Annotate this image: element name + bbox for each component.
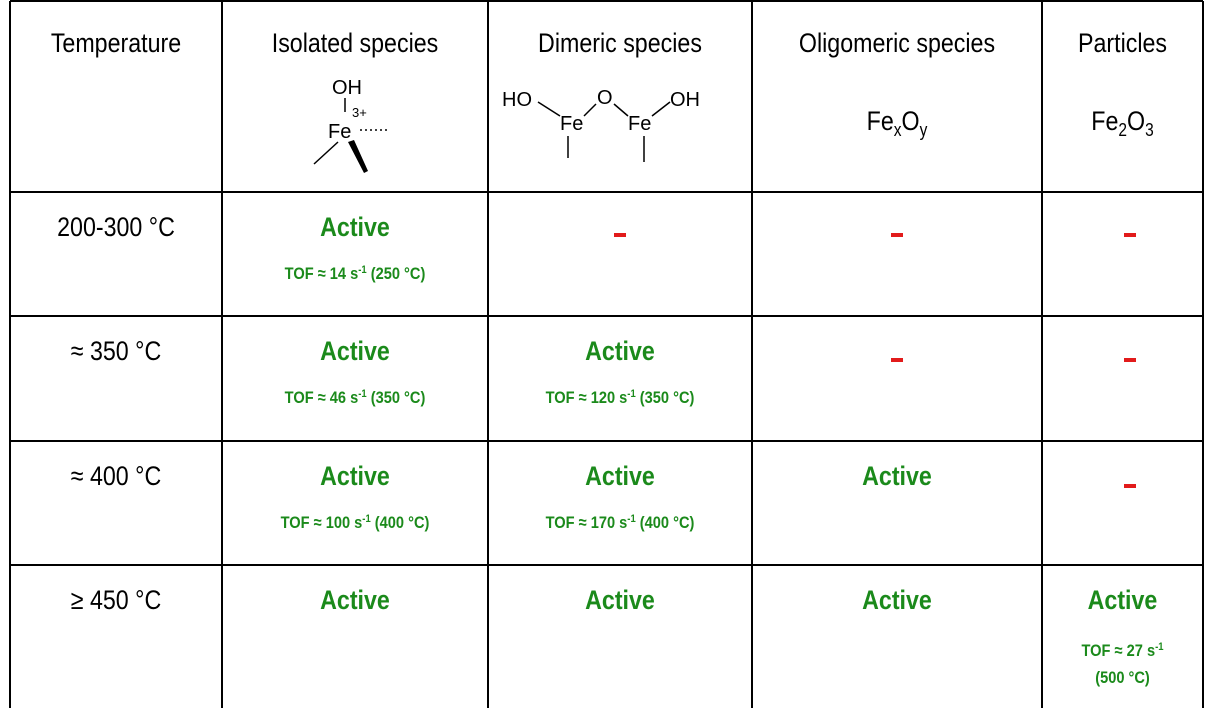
isolated-species-structure: OH 3+ Fe — [313, 77, 390, 173]
row-4-temperature: ≥ 450 °C — [70, 585, 162, 615]
particles-formula-o: O — [1127, 106, 1146, 136]
row-1-dimeric-inactive-dash: - — [614, 233, 626, 237]
particles-formula-sub-3: 3 — [1145, 120, 1154, 140]
row-3-dimeric-status: Active — [585, 461, 655, 491]
oligomeric-formula-sub-y: y — [919, 120, 928, 140]
row-3-oligomeric-status: Active — [862, 461, 932, 491]
dimeric-oh-label: OH — [670, 89, 700, 111]
tof-value: TOF ≈ 14 s — [284, 264, 359, 283]
row-4-particles-status: Active — [1087, 585, 1158, 615]
tof-unit-exponent: -1 — [358, 388, 367, 400]
tof-temperature: (400 °C) — [635, 513, 695, 532]
row-4-dimeric-status: Active — [585, 585, 655, 615]
isolated-fe-label: Fe — [328, 121, 351, 143]
oligomeric-formula: FexOy — [772, 106, 1021, 141]
row-3-temperature: ≈ 400 °C — [70, 461, 162, 491]
header-dimeric-species: Dimeric species — [538, 28, 702, 58]
row-2-isolated-status: Active — [320, 336, 390, 366]
tof-value: TOF ≈ 27 s — [1081, 641, 1156, 660]
tof-value: TOF ≈ 170 s — [545, 513, 628, 532]
particles-formula-base: Fe — [1091, 106, 1119, 136]
dimeric-species-structure: HO Fe O Fe OH — [502, 87, 700, 162]
row-1-particles-inactive-dash: - — [1124, 233, 1136, 237]
isolated-charge-label: 3+ — [352, 105, 367, 120]
header-temperature: Temperature — [50, 28, 182, 58]
tof-unit-exponent: -1 — [627, 388, 636, 400]
tof-value: TOF ≈ 100 s — [280, 513, 363, 532]
tof-value: TOF ≈ 120 s — [545, 388, 628, 407]
row-2-dimeric-status: Active — [585, 336, 655, 366]
row-1-isolated-tof: TOF ≈ 14 s-1 (250 °C) — [241, 264, 470, 284]
header-oligomeric-species: Oligomeric species — [798, 28, 996, 58]
tof-temperature: (350 °C) — [635, 388, 695, 407]
dimeric-fe-left-label: Fe — [560, 113, 583, 135]
tof-temperature: (250 °C) — [366, 264, 426, 283]
dimeric-o-label: O — [597, 87, 613, 109]
row-4-particles-tof: TOF ≈ 27 s-1 (500 °C) — [1053, 634, 1191, 691]
dimeric-fe-right-label: Fe — [628, 113, 651, 135]
row-4-isolated-status: Active — [320, 585, 390, 615]
isolated-oh-label: OH — [332, 77, 362, 99]
tof-unit-exponent: -1 — [358, 264, 367, 276]
header-particles: Particles — [1077, 28, 1168, 58]
oligomeric-formula-sub-x: x — [893, 120, 902, 140]
header-isolated-species: Isolated species — [271, 28, 439, 58]
tof-temperature: (350 °C) — [366, 388, 426, 407]
row-3-isolated-tof: TOF ≈ 100 s-1 (400 °C) — [241, 513, 470, 533]
row-2-temperature: ≈ 350 °C — [70, 336, 162, 366]
row-2-dimeric-tof: TOF ≈ 120 s-1 (350 °C) — [506, 388, 733, 408]
row-2-isolated-tof: TOF ≈ 46 s-1 (350 °C) — [241, 388, 470, 408]
row-4-oligomeric-status: Active — [862, 585, 932, 615]
row-1-temperature: 200-300 °C — [57, 212, 175, 242]
tof-value: TOF ≈ 46 s — [284, 388, 359, 407]
dimeric-ho-label: HO — [502, 89, 532, 111]
row-2-particles-inactive-dash: - — [1124, 358, 1136, 362]
row-2-oligomeric-inactive-dash: - — [891, 358, 903, 362]
row-3-isolated-status: Active — [320, 461, 390, 491]
tof-unit-exponent: -1 — [627, 513, 636, 525]
particles-formula: Fe2O3 — [1053, 106, 1191, 141]
row-3-particles-inactive-dash: - — [1124, 484, 1136, 488]
oligomeric-formula-o: O — [901, 106, 920, 136]
row-1-isolated-status: Active — [320, 212, 390, 242]
tof-temperature: (400 °C) — [370, 513, 430, 532]
particles-formula-sub-2: 2 — [1118, 120, 1128, 140]
row-3-dimeric-tof: TOF ≈ 170 s-1 (400 °C) — [506, 513, 733, 533]
tof-unit-exponent: -1 — [362, 513, 371, 525]
oligomeric-formula-base: Fe — [866, 106, 894, 136]
row-1-oligomeric-inactive-dash: - — [891, 233, 903, 237]
tof-temperature: (500 °C) — [1095, 668, 1150, 687]
tof-unit-exponent: -1 — [1155, 641, 1164, 653]
